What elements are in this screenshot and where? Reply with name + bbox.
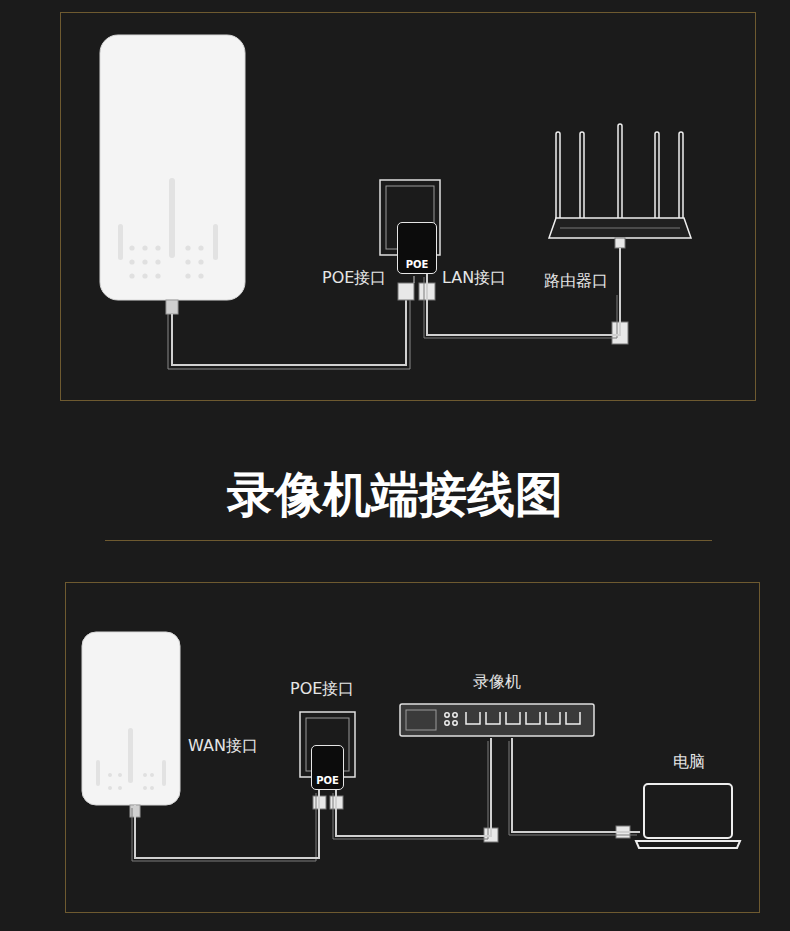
- router: [549, 124, 691, 292]
- poe-injector: POE: [311, 745, 344, 790]
- injector-label: POE: [406, 260, 429, 270]
- cable-connector: [336, 738, 491, 836]
- diagram-title: 录像机端接线图: [0, 466, 790, 524]
- port-label: POE接口: [290, 679, 354, 698]
- port-label: POE接口: [322, 268, 386, 287]
- recorder: [400, 704, 594, 736]
- injector-label: POE: [316, 776, 339, 786]
- panel-frame: [61, 13, 756, 401]
- device-label: 电脑: [640, 752, 738, 771]
- cpe-node: WAN接口: [82, 632, 180, 805]
- cable-shadow: [333, 741, 488, 839]
- cable-connector: [512, 738, 640, 832]
- computer-node: 电脑: [640, 752, 738, 850]
- cable: [168, 300, 410, 369]
- wall-socket: [300, 712, 355, 809]
- cpe-device: [82, 632, 180, 817]
- recorder-node: 录像机: [400, 672, 594, 738]
- port-label: LAN接口: [442, 268, 506, 287]
- cpe-device: [100, 35, 245, 314]
- poe-injector: POE: [397, 222, 437, 274]
- cable: [172, 300, 406, 365]
- device-label: 路由器口: [544, 271, 608, 290]
- cable-shadow: [132, 793, 316, 861]
- cable-connector: [135, 790, 319, 858]
- cable-shadow: [509, 741, 637, 835]
- laptop: [636, 784, 740, 848]
- device-label: 录像机: [400, 672, 594, 691]
- router-node: 路由器口: [540, 125, 692, 292]
- title-rule: [105, 540, 712, 541]
- wall-socket: [380, 180, 440, 300]
- panel-frame: [66, 583, 760, 913]
- device-label: WAN接口: [188, 736, 258, 755]
